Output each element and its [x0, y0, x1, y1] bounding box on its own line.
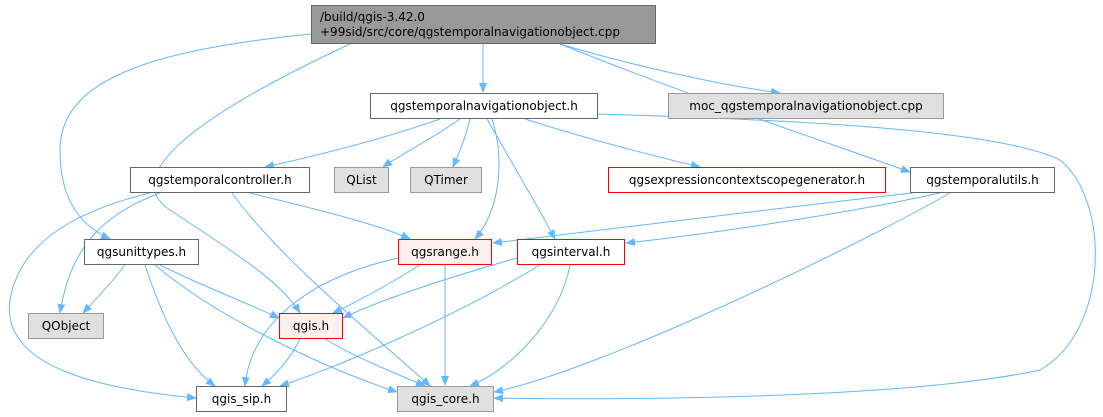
edge-controller-to-qobject — [57, 192, 161, 314]
edge-nav-to-controller — [264, 118, 441, 169]
edge-utils-to-range — [492, 192, 913, 246]
edge-range-to-qgis — [332, 264, 421, 314]
edge-root-to-moc — [559, 43, 781, 96]
node-qgis-sip-h[interactable]: qgis_sip.h — [196, 386, 287, 412]
edge-controller-to-sip — [8, 192, 197, 402]
node-root-file[interactable]: /build/qgis-3.42.0 +99sid/src/core/qgste… — [311, 5, 656, 44]
edge-controller-to-range — [249, 192, 411, 240]
edge-interval-to-qgis — [342, 257, 518, 319]
edge-nav-to-interval — [486, 118, 556, 240]
edge-interval-to-sip — [279, 264, 541, 388]
edge-nav-to-core — [493, 113, 1096, 403]
node-qgis-h[interactable]: qgis.h — [279, 313, 343, 339]
edge-range-to-sip — [241, 257, 399, 387]
node-qgsexpressioncontextscopegenerator-h[interactable]: qgsexpressioncontextscopegenerator.h — [608, 167, 886, 193]
edge-unittypes-to-sip — [144, 264, 216, 387]
edge-controller-to-core — [231, 192, 431, 387]
node-qtimer[interactable]: QTimer — [410, 167, 482, 193]
edge-utils-to-core — [493, 192, 951, 395]
node-qobject[interactable]: QObject — [28, 313, 104, 339]
edge-nav-to-qlist — [382, 118, 461, 168]
edge-nav-to-exprgen — [524, 118, 701, 169]
edge-qgis-to-sip — [261, 338, 301, 387]
edge-qgis-to-core — [324, 338, 426, 387]
node-qgsunittypes-h[interactable]: qgsunittypes.h — [84, 239, 199, 265]
edge-root-to-unittypes — [59, 33, 312, 240]
edge-root-to-qgis — [153, 43, 351, 314]
node-moc-cpp[interactable]: moc_qgstemporalnavigationobject.cpp — [668, 93, 944, 119]
edge-unittypes-to-qobject — [82, 264, 126, 314]
edge-interval-to-core — [469, 264, 571, 387]
node-qgis-core-h[interactable]: qgis_core.h — [397, 386, 494, 412]
node-qgsrange-h[interactable]: qgsrange.h — [398, 239, 492, 265]
edge-utils-to-interval — [625, 192, 941, 247]
edge-nav-to-range — [474, 118, 500, 240]
node-qgstemporalutils-h[interactable]: qgstemporalutils.h — [910, 167, 1055, 193]
node-qgstemporalcontroller-h[interactable]: qgstemporalcontroller.h — [130, 167, 310, 193]
node-qgstemporalnavigationobject-h[interactable]: qgstemporalnavigationobject.h — [370, 93, 598, 119]
node-qlist[interactable]: QList — [334, 167, 389, 193]
edge-unittypes-to-qgis — [159, 264, 280, 319]
edge-nav-to-qtimer — [452, 118, 471, 168]
edge-unittypes-to-core — [154, 264, 398, 393]
node-qgsinterval-h[interactable]: qgsinterval.h — [517, 239, 625, 265]
